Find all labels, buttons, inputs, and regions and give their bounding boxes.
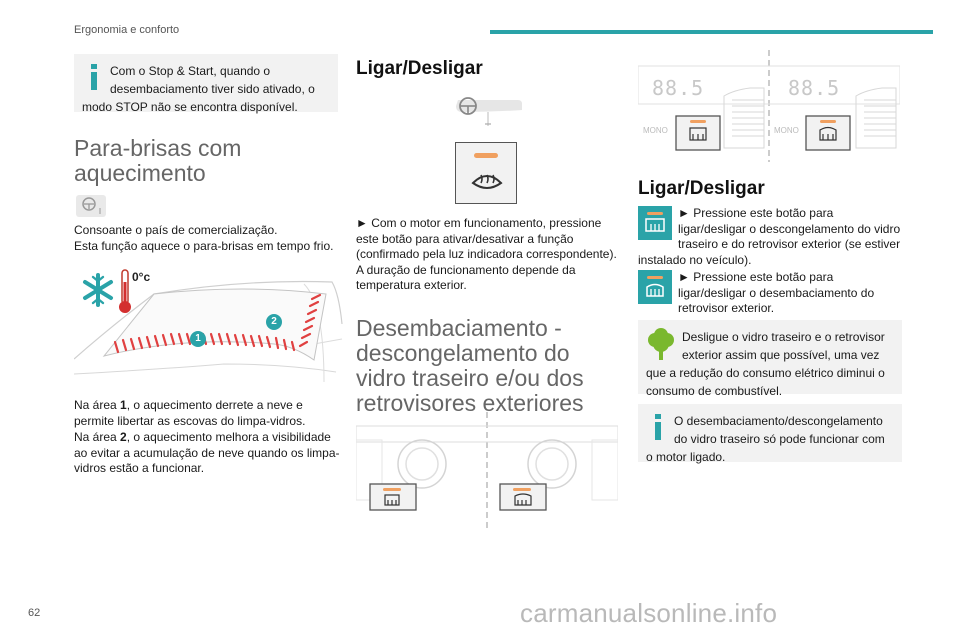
site-watermark: carmanualsonline.info [520, 598, 778, 628]
defrost-heading: Desembaciamento - descongelamento do vid… [356, 315, 584, 416]
steering-wheel-icon [452, 96, 522, 130]
display-left: 88.5 [652, 76, 705, 100]
area-1-text: , o aquecimento derrete a neve e permite… [74, 398, 306, 428]
mirror-item-text: ► Pressione este botão para ligar/deslig… [678, 270, 875, 316]
area-1-prefix: Na área [74, 398, 121, 412]
intro-line-1: Consoante o país de comercialização. [74, 223, 278, 237]
section-header: Ergonomia e conforto [74, 24, 180, 36]
rear-window-item-text: ► Pressione este botão para ligar/deslig… [638, 206, 901, 267]
eco-note-text: Desligue o vidro traseiro e o retrovisor… [646, 330, 885, 398]
dashboard-illustration [637, 50, 901, 162]
mirror-item: ► Pressione este botão para ligar/deslig… [638, 270, 902, 317]
mono-label-right: MONO [774, 126, 799, 135]
area-1-marker: 1 [190, 331, 206, 347]
windscreen-heat-icon [471, 174, 503, 189]
rear-window-item: ► Pressione este botão para ligar/deslig… [638, 206, 902, 268]
display-right: 88.5 [788, 76, 841, 100]
indicator-light [474, 153, 498, 158]
engine-on-note-text: O desembaciamento/descongelamento do vid… [646, 414, 885, 464]
area-2-paragraph: Na área 2, o aquecimento melhora a visib… [74, 430, 344, 477]
temperature-label: 0°c [132, 270, 151, 284]
snowflake-icon [80, 272, 116, 308]
on-off-heading-2: Ligar/Desligar [638, 178, 765, 199]
eco-note: Desligue o vidro traseiro e o retrovisor… [638, 320, 902, 398]
on-off-heading-1: Ligar/Desligar [356, 58, 483, 79]
engine-on-note: O desembaciamento/descongelamento do vid… [638, 404, 902, 464]
on-off-instruction: ► Com o motor em funcionamento, pression… [356, 216, 617, 293]
heated-windscreen-heading: Para-brisas com aquecimento [74, 135, 242, 186]
info-icon [650, 414, 666, 440]
stop-start-note: Com o Stop & Start, quando o desembaciam… [74, 54, 338, 114]
mirror-defrost-button-icon [638, 270, 672, 304]
info-icon [86, 64, 102, 90]
intro-line-2: Esta função aquece o para-brisas em temp… [74, 239, 334, 253]
area-1-number: 1 [120, 398, 127, 412]
header-accent-bar [490, 30, 933, 34]
mono-label-left: MONO [643, 126, 668, 135]
heated-windscreen-button[interactable] [455, 142, 517, 204]
stop-start-note-text: Com o Stop & Start, quando o desembaciam… [82, 64, 315, 114]
area-2-prefix: Na área [74, 430, 121, 444]
rear-window-defrost-button-icon [638, 206, 672, 240]
country-dependent-icon [76, 195, 106, 217]
climate-panel-illustration [355, 412, 619, 530]
area-1-paragraph: Na área 1, o aquecimento derrete a neve … [74, 398, 344, 429]
area-2-text: , o aquecimento melhora a visibilidade a… [74, 430, 340, 476]
page-number: 62 [28, 607, 41, 619]
eco-tree-icon [648, 328, 674, 360]
area-2-marker: 2 [266, 314, 282, 330]
thermometer-icon [118, 268, 132, 314]
area-2-number: 2 [120, 430, 127, 444]
